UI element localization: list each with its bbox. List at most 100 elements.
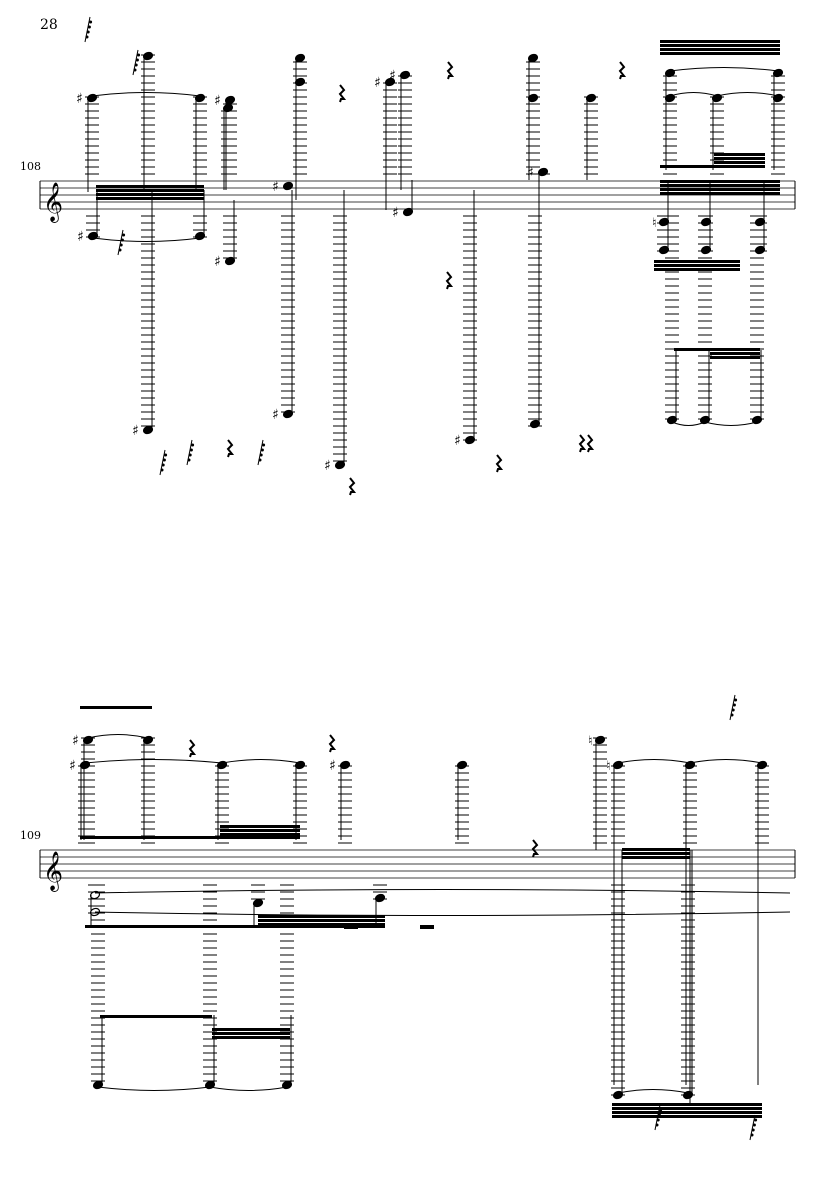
treble-clef: 𝄞 (43, 851, 63, 892)
rest-dot (655, 1123, 659, 1127)
sharp-sign: ♯ (374, 75, 381, 91)
tie (716, 92, 779, 97)
beam (220, 825, 300, 828)
rest (420, 925, 434, 929)
rest-dot (133, 68, 137, 72)
beam (714, 157, 765, 160)
measure-number: 108 (20, 160, 41, 173)
rest-dot (119, 243, 123, 247)
rest (445, 271, 454, 290)
sharp-sign: ♯ (77, 229, 84, 245)
beam (654, 268, 740, 271)
beam (660, 180, 780, 183)
beam (258, 915, 385, 918)
rest-dot (260, 448, 264, 452)
rest-dot (137, 53, 141, 57)
tie (209, 1086, 288, 1091)
beam (100, 1015, 212, 1018)
sharp-sign: ♯ (132, 423, 139, 439)
beam (96, 193, 204, 196)
sharp-sign: ♯ (69, 758, 76, 774)
rest-dot (659, 1108, 663, 1112)
rest-dot (120, 238, 124, 242)
beam (212, 1036, 290, 1039)
notehead (282, 181, 294, 191)
beam (612, 1111, 762, 1114)
tie (617, 1089, 689, 1094)
rest-dot (752, 1123, 756, 1127)
beam (710, 356, 760, 359)
rest-dot (732, 703, 736, 707)
beam (212, 1032, 290, 1035)
beam (714, 161, 765, 164)
beam (710, 348, 760, 351)
sharp-sign: ♯ (272, 179, 279, 195)
beam (622, 852, 690, 855)
rest-dot (162, 458, 166, 462)
rest-dot (122, 233, 126, 237)
beam (660, 40, 780, 43)
rest (618, 61, 627, 80)
beam (220, 833, 300, 836)
beam (96, 189, 204, 192)
beam (622, 848, 690, 851)
rest-dot (730, 713, 734, 717)
beam (660, 165, 765, 168)
rest-dot (656, 1118, 660, 1122)
tie (671, 421, 706, 426)
beam (96, 185, 204, 188)
beam (258, 923, 385, 926)
beam (660, 52, 780, 55)
rest-dot (86, 30, 90, 34)
beam (612, 1107, 762, 1110)
rest (586, 434, 595, 453)
beam (710, 352, 760, 355)
rest-dot (89, 20, 93, 24)
rest (328, 734, 337, 753)
tie (94, 911, 791, 916)
tie (87, 734, 149, 739)
natural-sign: ♮ (588, 734, 593, 749)
rest (495, 454, 504, 473)
beam (714, 153, 765, 156)
tie (704, 421, 758, 426)
rest (446, 61, 455, 80)
rest-dot (118, 248, 122, 252)
rest-dot (258, 458, 262, 462)
rest-dot (731, 708, 735, 712)
beam (660, 192, 780, 195)
rest-dot (161, 463, 165, 467)
measure-number: 109 (20, 829, 41, 842)
rest-dot (750, 1133, 754, 1137)
tie (94, 889, 791, 894)
rest (578, 434, 587, 453)
sharp-sign: ♯ (329, 758, 336, 774)
rest (348, 477, 357, 496)
rest-dot (734, 698, 738, 702)
beam (220, 829, 300, 832)
rest (338, 84, 347, 103)
tie (91, 92, 201, 97)
rest-dot (134, 63, 138, 67)
beam (660, 188, 780, 191)
sharp-sign: ♯ (76, 91, 83, 107)
rest-dot (262, 443, 266, 447)
tie (92, 237, 201, 242)
beam (612, 1103, 762, 1106)
treble-clef: 𝄞 (43, 182, 63, 223)
rest-dot (191, 443, 195, 447)
tie (669, 92, 718, 97)
rest-dot (754, 1118, 758, 1122)
tie (689, 759, 763, 764)
beam (85, 925, 385, 928)
sharp-sign: ♯ (272, 407, 279, 423)
rest-dot (751, 1128, 755, 1132)
rest-dot (160, 468, 164, 472)
rest-dot (189, 448, 193, 452)
rest (188, 739, 197, 758)
tie (617, 759, 691, 764)
beam (258, 919, 385, 922)
beam (80, 836, 300, 839)
beam (80, 706, 152, 709)
